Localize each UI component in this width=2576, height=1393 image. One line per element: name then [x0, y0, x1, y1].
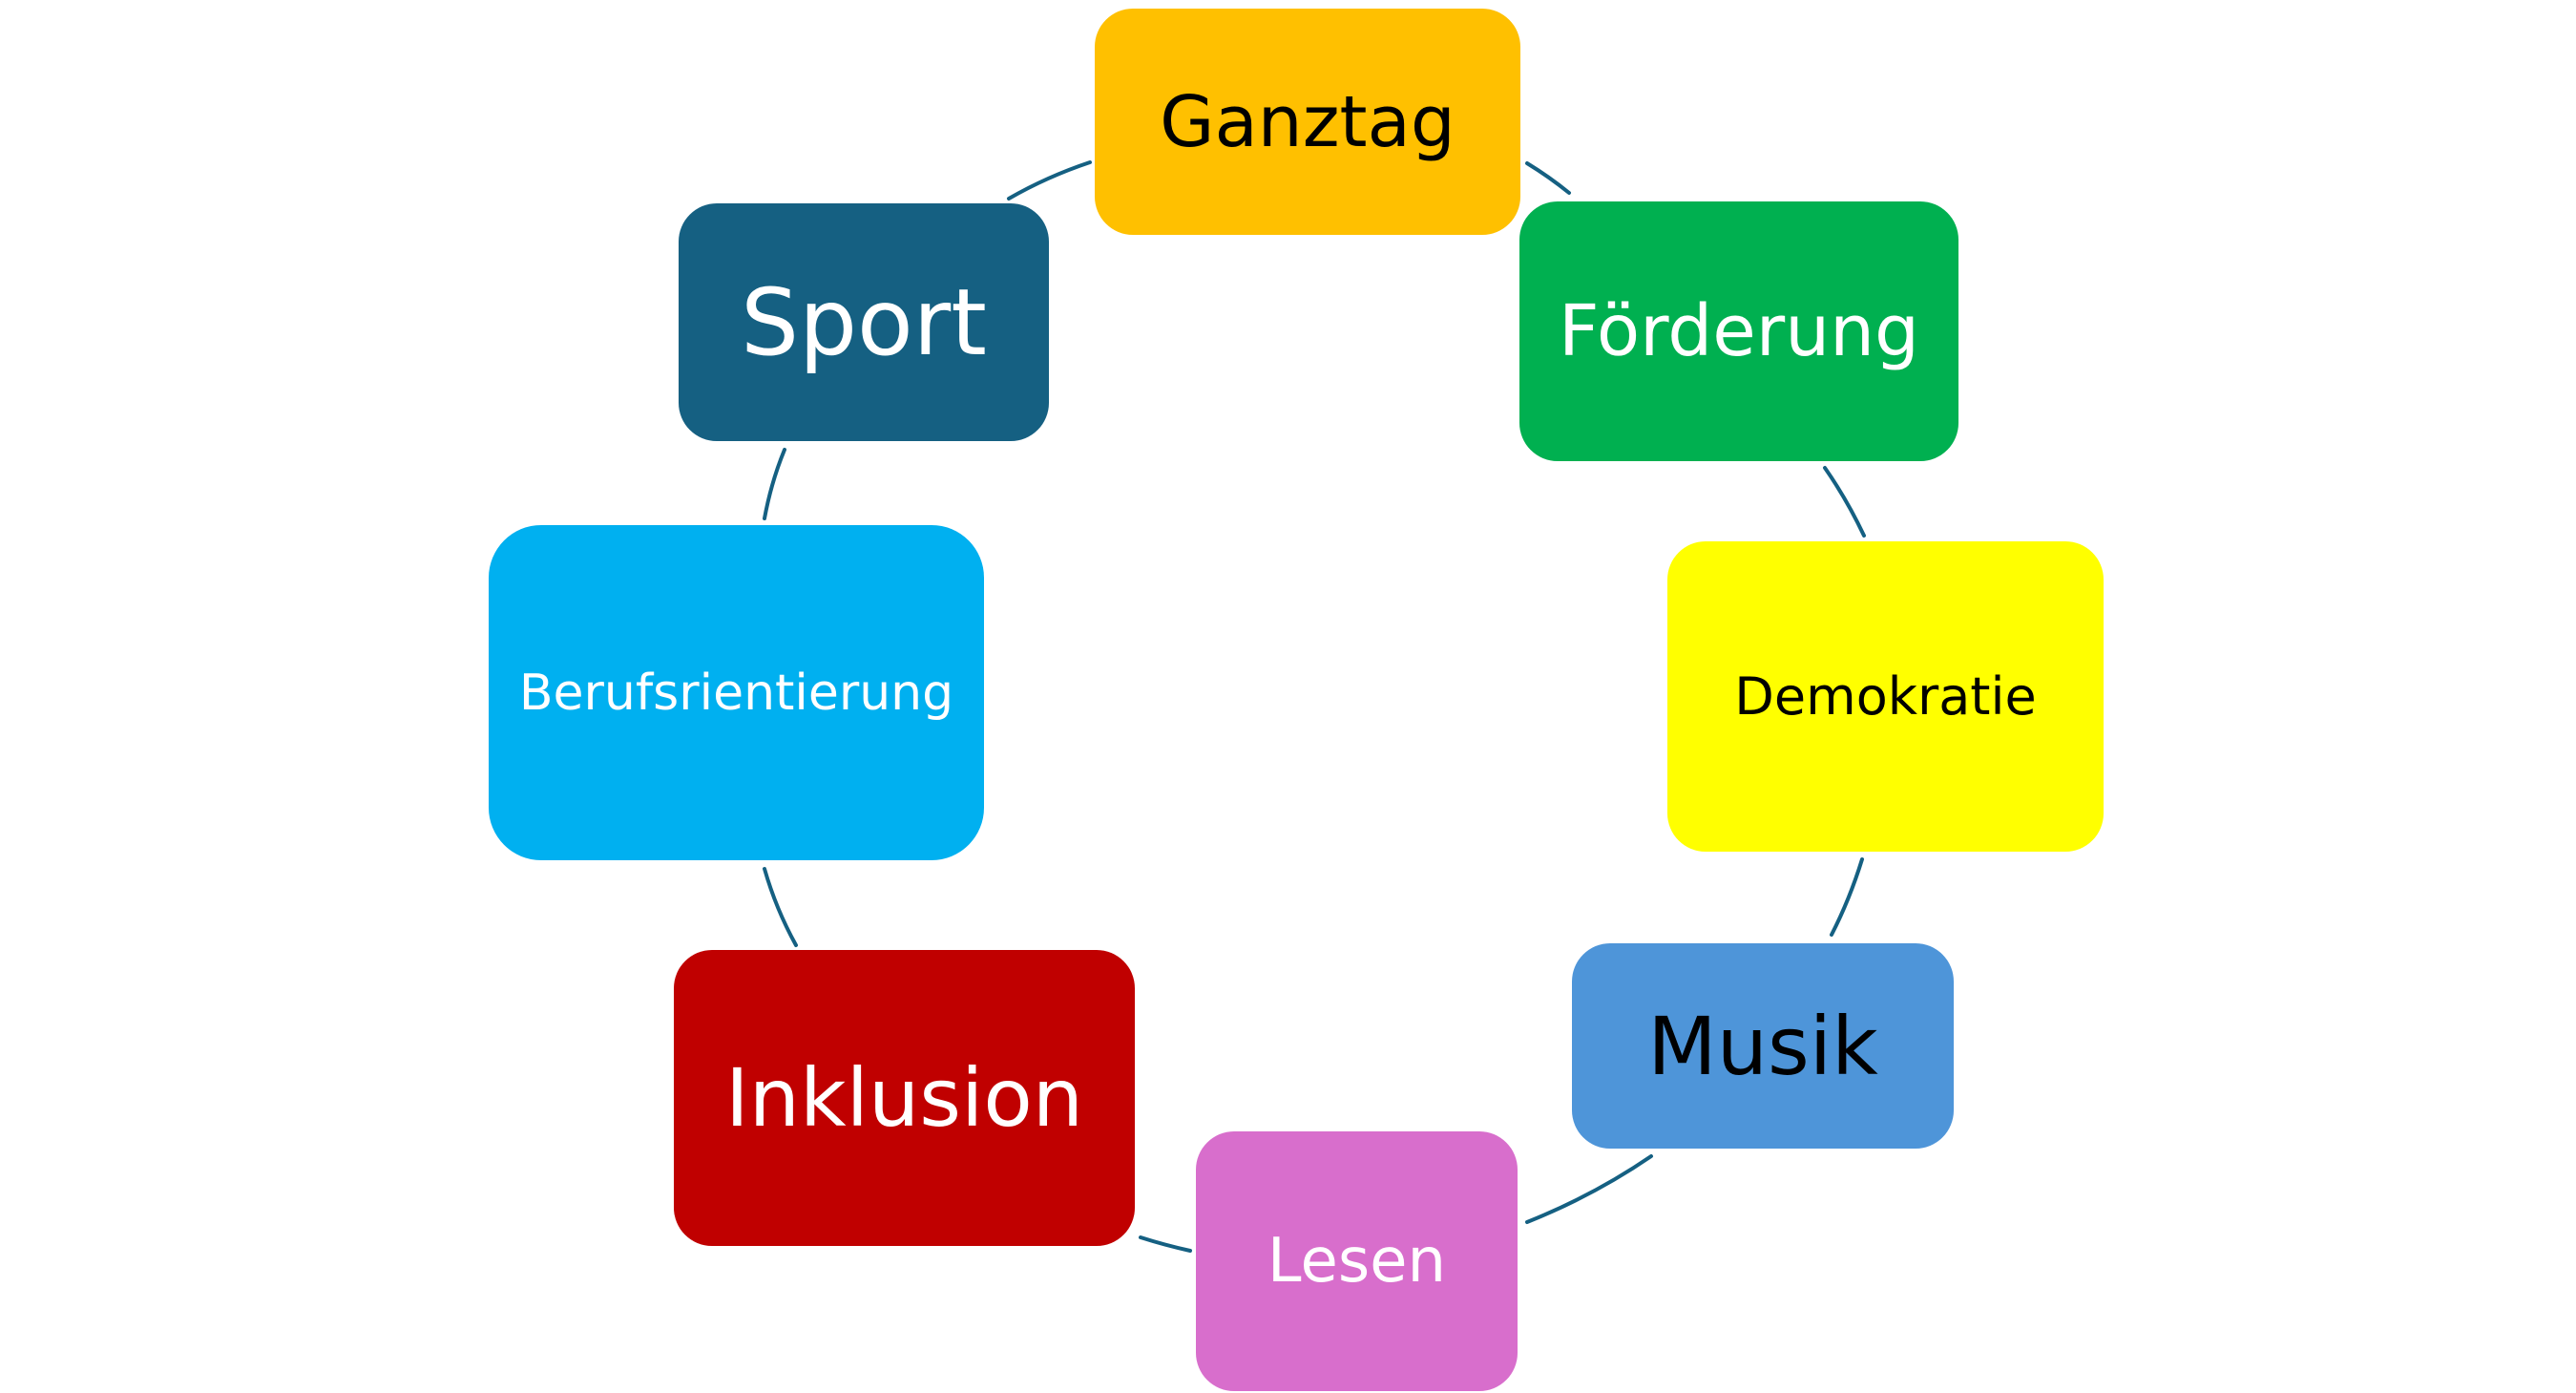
connector-beruf-sport [763, 448, 786, 520]
connector-demokratie-musik [1830, 857, 1864, 937]
connector-ganztag-foerderung [1525, 161, 1571, 195]
node-musik: Musik [1572, 943, 1954, 1149]
node-label: Lesen [1267, 1226, 1447, 1297]
connector-inklusion-beruf [763, 867, 798, 947]
node-berufsorientierung: Berufsrientierung [489, 525, 984, 860]
connector-foerderung-demokratie [1823, 466, 1866, 538]
connector-lesen-inklusion [1139, 1235, 1192, 1253]
node-label: Demokratie [1734, 666, 2037, 727]
node-demokratie: Demokratie [1667, 541, 2104, 852]
node-label: Ganztag [1160, 80, 1456, 163]
node-label: Sport [741, 268, 987, 376]
node-lesen: Lesen [1196, 1131, 1518, 1391]
connector-musik-lesen [1525, 1154, 1653, 1224]
node-label: Förderung [1558, 290, 1920, 372]
node-ganztag: Ganztag [1095, 9, 1520, 235]
node-sport: Sport [679, 203, 1049, 441]
node-label: Musik [1647, 999, 1878, 1093]
node-foerderung: Förderung [1519, 201, 1958, 461]
connector-sport-ganztag [1007, 160, 1092, 201]
node-inklusion: Inklusion [674, 950, 1135, 1246]
node-label: Inklusion [725, 1051, 1083, 1145]
node-label: Berufsrientierung [518, 664, 954, 722]
